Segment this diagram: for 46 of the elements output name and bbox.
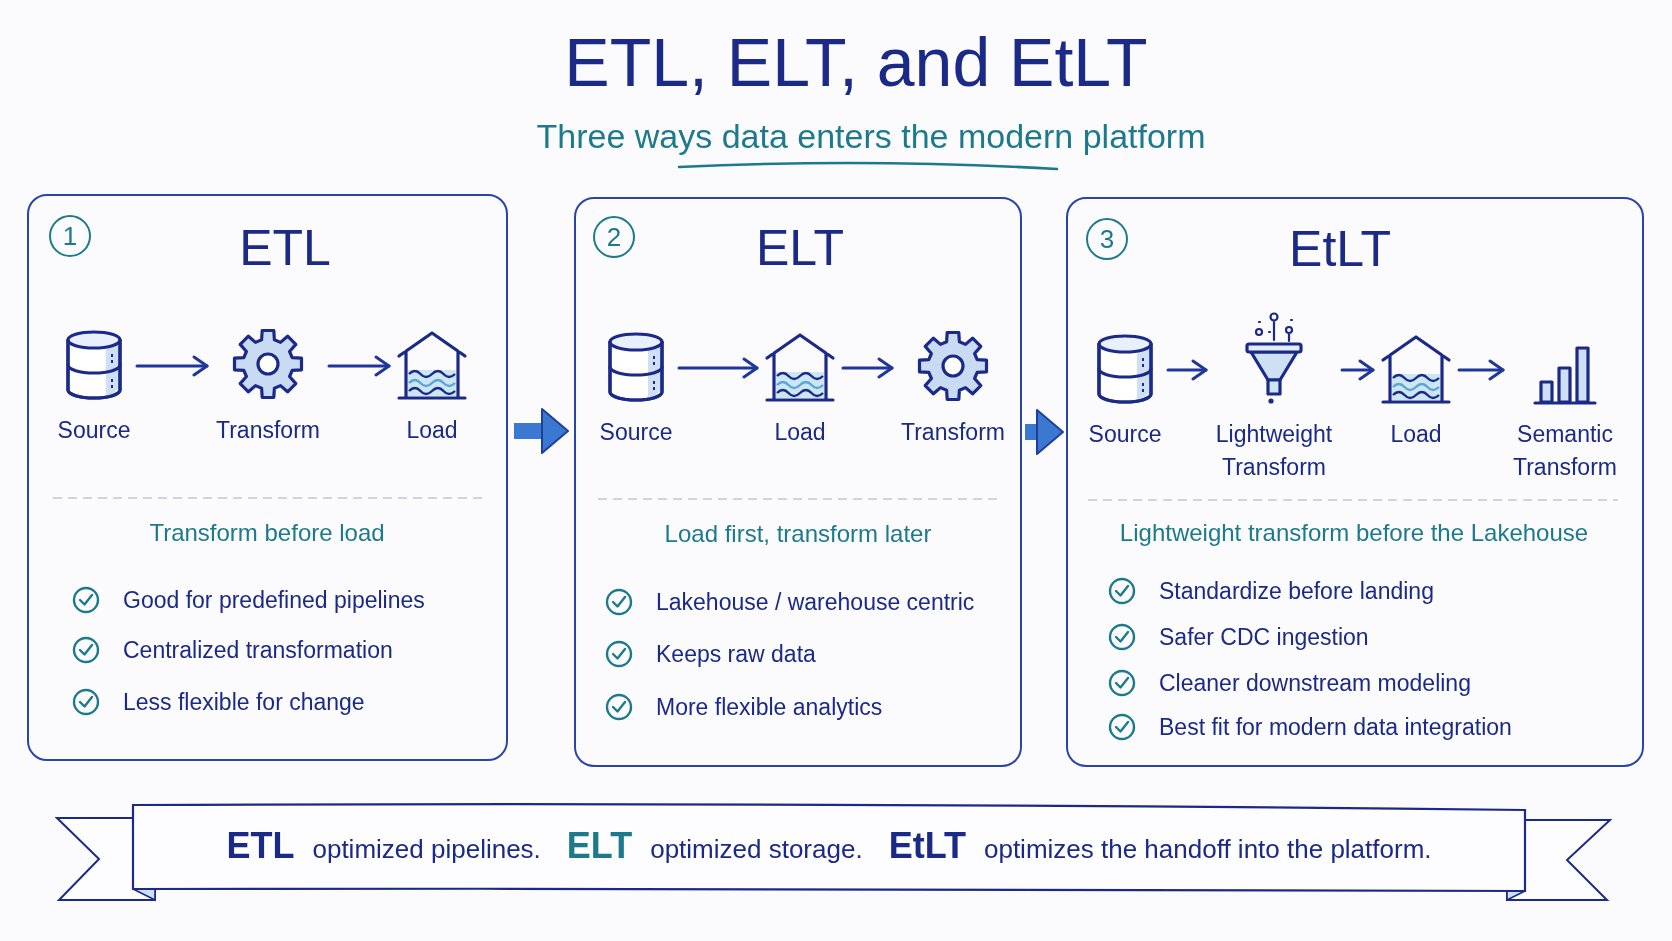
step-label: Transform [216, 416, 320, 445]
step-number: 1 [49, 215, 91, 257]
panel-heading: ELT [756, 219, 844, 277]
benefit-text: Less flexible for change [123, 688, 365, 717]
panel-tagline: Transform before load [149, 518, 385, 548]
step-number: 3 [1086, 218, 1128, 260]
benefit-text: Safer CDC ingestion [1159, 623, 1369, 652]
benefit-text: Best fit for modern data integration [1159, 713, 1512, 742]
arrow [1166, 359, 1208, 381]
benefit-text: Cleaner downstream modeling [1159, 669, 1471, 698]
panel-tagline: Load first, transform later [664, 519, 932, 549]
step-label: Transform [901, 418, 1005, 447]
step-label: Load [406, 416, 458, 445]
step-label: Semantic Transform [1512, 420, 1618, 482]
step-number: 2 [593, 216, 635, 258]
arrow [1340, 359, 1375, 381]
step-label: Source [57, 416, 131, 445]
panel-heading: ETL [239, 219, 331, 277]
banner-text: ELT optimized storage. [566, 823, 863, 868]
block-arrow [514, 408, 569, 454]
step-label: Load [1390, 420, 1442, 449]
banner-text: EtLT optimizes the handoff into the platform. [888, 823, 1432, 868]
benefit-text: Centralized transformation [123, 636, 393, 665]
method-panel [1066, 197, 1644, 767]
step-label: Source [599, 418, 673, 447]
benefit-text: Good for predefined pipelines [123, 586, 425, 615]
benefit-text: Keeps raw data [656, 640, 816, 669]
method-panel [574, 197, 1022, 767]
panel-tagline: Lightweight transform before the Lakehouse [1119, 518, 1589, 548]
step-label: Source [1088, 420, 1162, 449]
arrow [327, 355, 391, 377]
panel-heading: EtLT [1289, 220, 1391, 278]
subtitle: Three ways data enters the modern platform [536, 116, 1206, 156]
arrow [135, 355, 209, 377]
benefit-text: More flexible analytics [656, 693, 883, 722]
arrow [677, 357, 759, 379]
benefit-text: Lakehouse / warehouse centric [656, 588, 975, 617]
step-label: Load [774, 418, 826, 447]
method-panel [27, 194, 508, 761]
arrow [1457, 359, 1505, 381]
title: ETL, ELT, and EtLT [564, 28, 1148, 96]
benefit-text: Standardize before landing [1159, 577, 1434, 606]
step-label: Lightweight Transform [1214, 420, 1334, 482]
block-arrow [1025, 409, 1064, 455]
arrow [841, 357, 894, 379]
banner-text: ETL optimized pipelines. [226, 823, 541, 868]
